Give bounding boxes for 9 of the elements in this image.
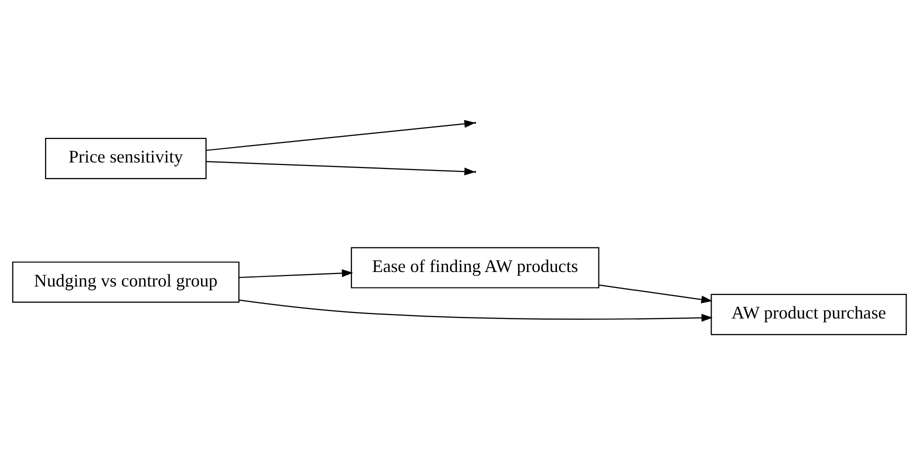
node-box: Ease of finding AW products: [350, 247, 600, 288]
arrow: [239, 269, 354, 278]
arrow: [239, 300, 713, 322]
arrow: [206, 161, 476, 176]
node-box: Nudging vs control group: [12, 262, 240, 303]
node-box: AW product purchase: [710, 294, 907, 336]
node-box: Price sensitivity: [45, 138, 207, 180]
arrow: [206, 120, 476, 151]
arrow: [599, 284, 712, 304]
